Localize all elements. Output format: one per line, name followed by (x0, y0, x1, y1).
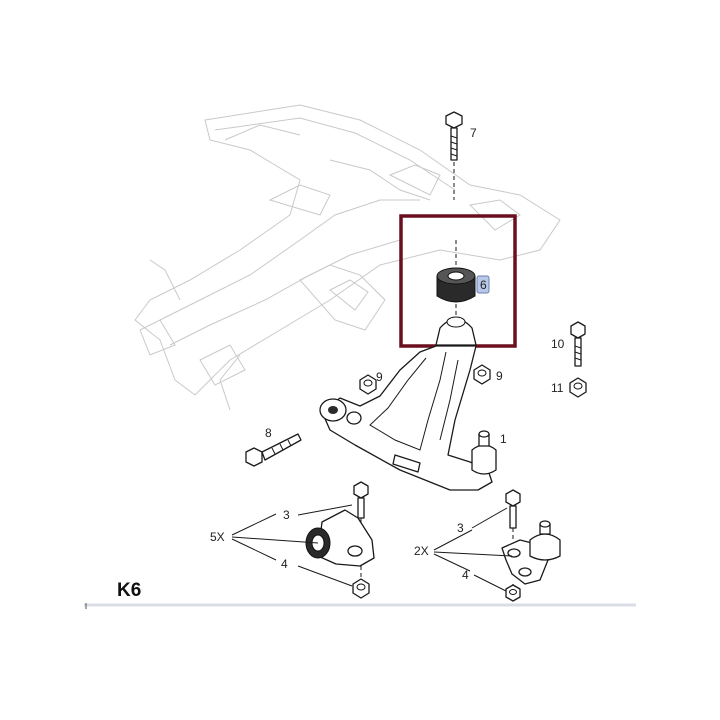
rear-bushing-bracket-icon (305, 481, 375, 599)
subframe-ghost-outline (134, 104, 561, 411)
callout-2x: 2X (414, 544, 429, 558)
callout-10: 10 (551, 337, 565, 351)
leader-5x-c (231, 538, 277, 561)
leader-2x-a (433, 529, 473, 551)
bolt-10-icon (570, 321, 586, 367)
callout-6-badge[interactable] (476, 275, 490, 294)
section-code-k6: K6 (117, 580, 141, 601)
rubber-bushing-6-icon (435, 240, 477, 346)
nut-9-right-icon (473, 364, 491, 385)
callout-7: 7 (470, 126, 477, 140)
callout-11: 11 (551, 381, 564, 395)
callout-3-left: 3 (283, 508, 290, 522)
callout-9-left: 9 (376, 370, 383, 384)
ball-joint-assembly-icon (501, 489, 561, 602)
leader-5x-b (231, 536, 319, 544)
bolt-7-icon (445, 111, 463, 200)
callout-4-left: 4 (281, 557, 288, 571)
leader-5x-a (231, 513, 277, 536)
callout-8: 8 (265, 426, 272, 440)
callout-9-right: 9 (496, 369, 503, 383)
control-arm-1-icon (319, 345, 497, 491)
callout-1: 1 (500, 432, 507, 446)
callout-3-right: 3 (457, 521, 464, 535)
callout-6[interactable]: 6 (480, 278, 487, 292)
leader-2x-b (433, 551, 513, 557)
leader-2x-c (433, 553, 471, 572)
callout-4-right: 4 (462, 568, 469, 582)
nut-11-icon (569, 377, 587, 398)
nut-9-left-icon (359, 374, 377, 395)
leader-3-left (297, 504, 353, 516)
leader-4-right (473, 574, 507, 592)
leader-4-left (297, 565, 353, 587)
leader-3-right (471, 507, 508, 529)
callout-5x: 5X (210, 530, 225, 544)
bolt-8-icon (245, 433, 302, 467)
